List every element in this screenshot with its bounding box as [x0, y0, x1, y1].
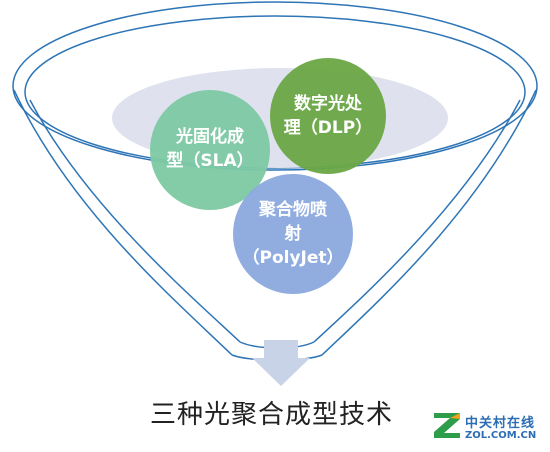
- funnel-outer-side: [13, 89, 233, 356]
- diagram-caption: 三种光聚合成型技术: [150, 400, 394, 430]
- bubble-polyjet-line1: 聚合物喷: [259, 200, 327, 220]
- bubble-sla-line2: 型（SLA）: [166, 151, 254, 171]
- funnel-outer-rim: [12, 1, 538, 171]
- funnel-outer-side-right: [321, 89, 537, 356]
- bubble-sla: [150, 90, 270, 210]
- bubble-sla-line1: 光固化成: [176, 127, 244, 147]
- bubble-sla-label: 光固化成 型（SLA）: [150, 125, 270, 173]
- bubble-dlp: [270, 58, 386, 174]
- bubble-polyjet-line3: （PolyJet）: [242, 248, 344, 268]
- zol-logo-icon: [434, 413, 460, 438]
- watermark-en: ZOL.COM.CN: [465, 430, 537, 441]
- bubble-polyjet-line2: 射: [284, 224, 302, 244]
- bubble-dlp-label: 数字光处 理（DLP）: [268, 92, 388, 140]
- funnel-inner-rim: [24, 15, 526, 169]
- funnel-inner-side-right: [313, 99, 521, 343]
- down-arrow-icon: [252, 340, 310, 386]
- bubble-polyjet-label: 聚合物喷 射 （PolyJet）: [233, 198, 353, 270]
- bubble-dlp-line1: 数字光处: [294, 94, 362, 114]
- bubble-polyjet: [233, 174, 353, 294]
- watermark-cn: 中关村在线: [465, 416, 536, 431]
- bubble-dlp-line2: 理（DLP）: [283, 118, 373, 138]
- funnel-inner-side: [29, 99, 241, 343]
